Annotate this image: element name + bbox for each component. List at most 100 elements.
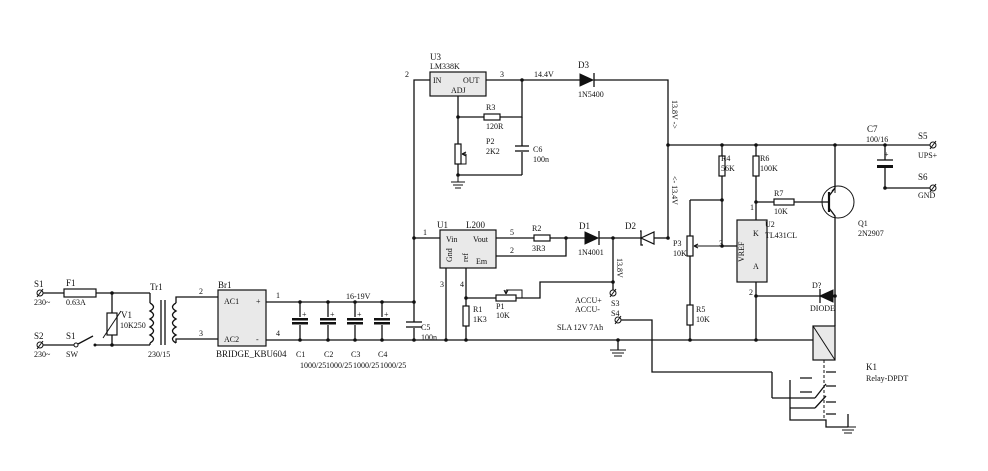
shunt-regulator-u2: U2 TL431CL K A VREF — [736, 219, 797, 283]
fuse-f1: F1 0.63A — [63, 278, 97, 307]
diode-d1: D1 1N4001 — [578, 221, 604, 257]
s4-label: ACCU- — [575, 305, 600, 314]
svg-text:+: + — [884, 150, 889, 159]
p1-ref: P1 — [496, 302, 504, 311]
potentiometer-p1: P1 10K — [466, 281, 613, 320]
f1-value: 0.63A — [66, 298, 86, 307]
s2-in-ref: S2 — [34, 331, 44, 341]
u2-pin1: 1 — [750, 203, 754, 212]
p3-ref: P3 — [673, 239, 681, 248]
diode-d2: D2 — [625, 221, 655, 246]
s5-label: UPS+ — [918, 151, 938, 160]
c6-ref: C6 — [533, 145, 542, 154]
u1-pin1: 1 — [423, 228, 427, 237]
terminal-s3: ACCU+ S3 — [575, 288, 619, 308]
u2-pin3: 3 — [719, 239, 723, 248]
r5-value: 10K — [696, 315, 710, 324]
u3-pin2: 2 — [405, 70, 409, 79]
q1-value: 2N2907 — [858, 229, 884, 238]
transformer-tr1: Tr1 230/15 2 3 — [148, 282, 218, 359]
u1-value: L200 — [466, 220, 485, 230]
d2-ref: D2 — [625, 221, 636, 231]
c7-value: 100/16 — [866, 135, 888, 144]
resistor-r5: R5 10K — [686, 304, 710, 326]
d1-ref: D1 — [579, 221, 590, 231]
c2-value: 1000/25 — [326, 361, 352, 370]
u3-pin3: 3 — [500, 70, 504, 79]
r3-ref: R3 — [486, 103, 495, 112]
resistor-r3: R3 120R — [483, 103, 504, 131]
battery-label: SLA 12V 7Ah — [557, 323, 603, 332]
capacitor-c6: C6 100n — [515, 117, 549, 175]
resistor-r4: R4 56K — [718, 145, 735, 246]
bridge-br1: Br1 AC1 AC2 + - BRIDGE_KBU604 1 4 — [216, 280, 287, 359]
tr1-pin3: 3 — [199, 329, 203, 338]
u2-pin-vref: VREF — [737, 241, 746, 262]
capacitor-c2: + C2 — [320, 300, 336, 359]
p2-value: 2K2 — [486, 147, 500, 156]
ground-symbol-main — [610, 349, 626, 357]
r6-value: 100K — [760, 164, 778, 173]
c5-value: 100n — [421, 333, 437, 342]
s2-in-value: 230~ — [34, 350, 51, 359]
f1-ref: F1 — [66, 278, 76, 288]
resistor-r7: R7 10K — [756, 189, 820, 216]
svg-text:+: + — [302, 310, 307, 319]
svg-text:+: + — [357, 310, 362, 319]
s5-ref: S5 — [918, 131, 928, 141]
s1-sw-ref: S1 — [66, 331, 76, 341]
u1-pin-vin: Vin — [446, 235, 458, 244]
r4-value: 56K — [721, 164, 735, 173]
u1-pin-gnd: Gnd — [445, 248, 454, 262]
c7-ref: C7 — [867, 124, 878, 134]
dq-ref: D? — [812, 281, 822, 290]
u1-pin-ref: ref — [461, 253, 470, 262]
capacitor-c7: + C7 100/16 — [866, 124, 893, 188]
c6-value: 100n — [533, 155, 549, 164]
r1-value: 1K3 — [473, 315, 487, 324]
switch-s1: S1 SW — [66, 331, 97, 359]
r4-ref: R4 — [721, 154, 730, 163]
c3-value: 1000/25 — [353, 361, 379, 370]
u1-pin3: 3 — [440, 280, 444, 289]
k1-ref: K1 — [866, 362, 877, 372]
potentiometer-p2: P2 2K2 — [454, 117, 500, 175]
u3-value: LM338K — [430, 62, 460, 71]
capacitor-c3: + C3 — [347, 300, 363, 359]
dq-value: DIODE — [810, 304, 835, 313]
svg-text:+: + — [384, 310, 389, 319]
br1-pin1: 1 — [276, 291, 280, 300]
r7-ref: R7 — [774, 189, 783, 198]
net-14-4v: 14.4V — [534, 70, 554, 79]
p2-ref: P2 — [486, 137, 494, 146]
r1-ref: R1 — [473, 305, 482, 314]
capacitor-bank: + C1 + C2 + C3 + C4 1000/25 100 — [292, 300, 406, 370]
varistor-v1: V1 10K250 — [102, 291, 146, 347]
tr1-value: 230/15 — [148, 350, 170, 359]
d3-ref: D3 — [578, 60, 589, 70]
regulator-u1: U1 L200 Vin Vout Gnd ref Em — [437, 220, 497, 269]
terminal-s6: S6 GND — [918, 172, 937, 200]
terminal-s5: S5 UPS+ — [918, 131, 938, 160]
s1-sw-value: SW — [66, 350, 78, 359]
u2-ref: U2 — [765, 220, 775, 229]
u3-pin-adj: ADJ — [451, 86, 466, 95]
c4-value: 1000/25 — [380, 361, 406, 370]
net-16-19v: 16-19V — [346, 292, 371, 301]
u1-pin5: 5 — [510, 228, 514, 237]
br1-ref: Br1 — [218, 280, 232, 290]
resistor-r2: R2 3R3 — [532, 224, 551, 253]
regulator-u3: U3 LM338K IN OUT ADJ — [429, 52, 487, 97]
u2-value: TL431CL — [765, 231, 797, 240]
ground-symbol-u3 — [451, 175, 465, 189]
c4-ref: C4 — [378, 350, 387, 359]
s3-label: ACCU+ — [575, 296, 602, 305]
br1-ac1: AC1 — [224, 297, 239, 306]
r5-ref: R5 — [696, 305, 705, 314]
u1-ref: U1 — [437, 220, 448, 230]
u1-pin-em: Em — [476, 257, 488, 266]
br1-plus: + — [256, 297, 261, 306]
r2-value: 3R3 — [532, 244, 545, 253]
r7-value: 10K — [774, 207, 788, 216]
